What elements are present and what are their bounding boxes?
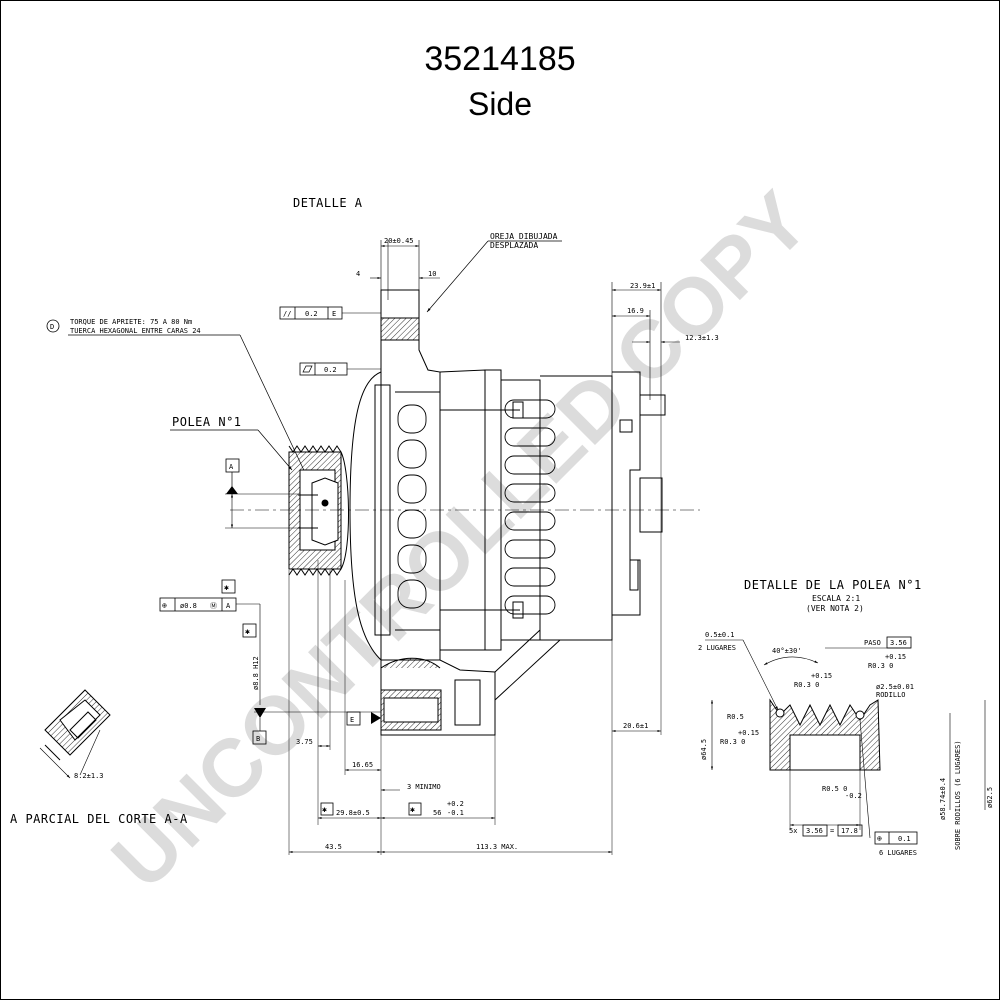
datum-e-box: E [350, 716, 354, 724]
label-sobre-rodillos: SOBRE RODILLOS (6 LUGARES) [954, 740, 962, 850]
dim-3-minimo: 3 MINIMO [407, 783, 441, 791]
dim-r03-b: R0.3 0 [720, 738, 745, 746]
dim-8-2: 8.2±1.3 [74, 772, 104, 780]
label-oreja-2: DESPLAZADA [490, 241, 538, 250]
fcf-position-value: ø0.8 [180, 602, 197, 610]
label-escala: ESCALA 2:1 [812, 594, 860, 603]
svg-text:=: = [830, 827, 834, 835]
dim-3-75: 3.75 [296, 738, 313, 746]
label-oreja-1: OREJA DIBUJADA [490, 232, 558, 241]
label-rodillo: RODILLO [876, 691, 906, 699]
label-paso: PASO [864, 639, 881, 647]
dim-dia-58-74: ø58.74±0.4 [939, 778, 947, 820]
fcf-position-datum: A [226, 602, 231, 610]
dim-29-8: 29.8±0.5 [336, 809, 370, 817]
fcf-parallel-datum: E [332, 310, 336, 318]
fcf-parallel-value: 0.2 [305, 310, 318, 318]
dim-paso-3-56: 3.56 [890, 639, 907, 647]
part-number-title: 35214185 [424, 40, 576, 78]
dim-dia-64-5: ø64.5 [700, 739, 708, 760]
dim-12-3: 12.3±1.3 [685, 334, 719, 342]
label-2-lugares: 2 LUGARES [698, 644, 736, 652]
dim-17-8: 17.8 [841, 827, 858, 835]
label-detalle-polea: DETALLE DE LA POLEA N°1 [744, 578, 922, 592]
dim-r03-c: R0.3 0 [868, 662, 893, 670]
label-parcial-corte: A PARCIAL DEL CORTE A-A [10, 812, 188, 826]
watermark-text: UNCONTROLLED COPY [95, 175, 826, 906]
dim-40deg: 40°±30' [772, 647, 802, 655]
star-symbol-1: ✱ [224, 583, 229, 592]
position-symbol: ⊕ [162, 601, 167, 610]
dim-56: 56 [433, 809, 441, 817]
label-polea: POLEA N°1 [172, 415, 242, 429]
dim-16-9: 16.9 [627, 307, 644, 315]
dim-16-65: 16.65 [352, 761, 373, 769]
dim-0-5: 0.5±0.1 [705, 631, 735, 639]
view-name-title: Side [467, 86, 533, 122]
dim-r0-5: R0.5 [727, 713, 744, 721]
label-torque-2: TUERCA HEXAGONAL ENTRE CARAS 24 [70, 327, 201, 335]
svg-text://: // [283, 310, 291, 318]
label-ver-nota: (VER NOTA 2) [806, 604, 864, 613]
fcf-flatness-value: 0.2 [324, 366, 337, 374]
pulley-drawing [288, 445, 349, 576]
star-symbol-2: ✱ [245, 627, 250, 636]
label-torque-1: TORQUE DE APRIETE: 75 A 80 Nm [70, 318, 192, 326]
label-detalle-a: DETALLE A [293, 196, 363, 210]
dim-43-5: 43.5 [325, 843, 342, 851]
dim-r0-5-b: R0.5 0 [822, 785, 847, 793]
datum-b-box: B [256, 735, 260, 743]
dim-hole-8-8: ø8.8 H12 [252, 656, 260, 690]
dim-plus-015-b: +0.15 [738, 729, 759, 737]
detail-fcf-value: 0.1 [898, 835, 911, 843]
dim-113-3: 113.3 MAX. [476, 843, 518, 851]
partial-section-drawing [39, 689, 111, 779]
dim-23-9: 23.9±1 [630, 282, 655, 290]
dim-dia-62-5: ø62.5 [986, 787, 994, 808]
dim-20: 20±0.45 [384, 237, 414, 245]
dim-roller-dia: ø2.5±0.01 [876, 683, 914, 691]
label-6-lugares: 6 LUGARES [879, 849, 917, 857]
dim-20-6: 20.6±1 [623, 722, 648, 730]
dim-5x: 5x [789, 827, 797, 835]
dim-plus-015-c: +0.15 [885, 653, 906, 661]
dim-56-minus: -0.1 [447, 809, 464, 817]
dim-plus-015-a: +0.15 [811, 672, 832, 680]
dim-5x-pitch: 3.56 [806, 827, 823, 835]
dim-10: 10 [428, 270, 436, 278]
detail-position-symbol: ⊕ [877, 834, 882, 843]
datum-a-box: A [229, 463, 234, 471]
star-symbol-4: ✱ [410, 805, 415, 814]
mmc-symbol: Ⓜ [210, 602, 217, 610]
dim-r0-5-minus: -0.2 [845, 792, 862, 800]
note-d-symbol: D [50, 323, 54, 331]
pulley-detail-drawing [769, 698, 881, 771]
dim-r03-a: R0.3 0 [794, 681, 819, 689]
star-symbol-3: ✱ [322, 805, 327, 814]
dim-56-plus: +0.2 [447, 800, 464, 808]
dim-4: 4 [356, 270, 360, 278]
